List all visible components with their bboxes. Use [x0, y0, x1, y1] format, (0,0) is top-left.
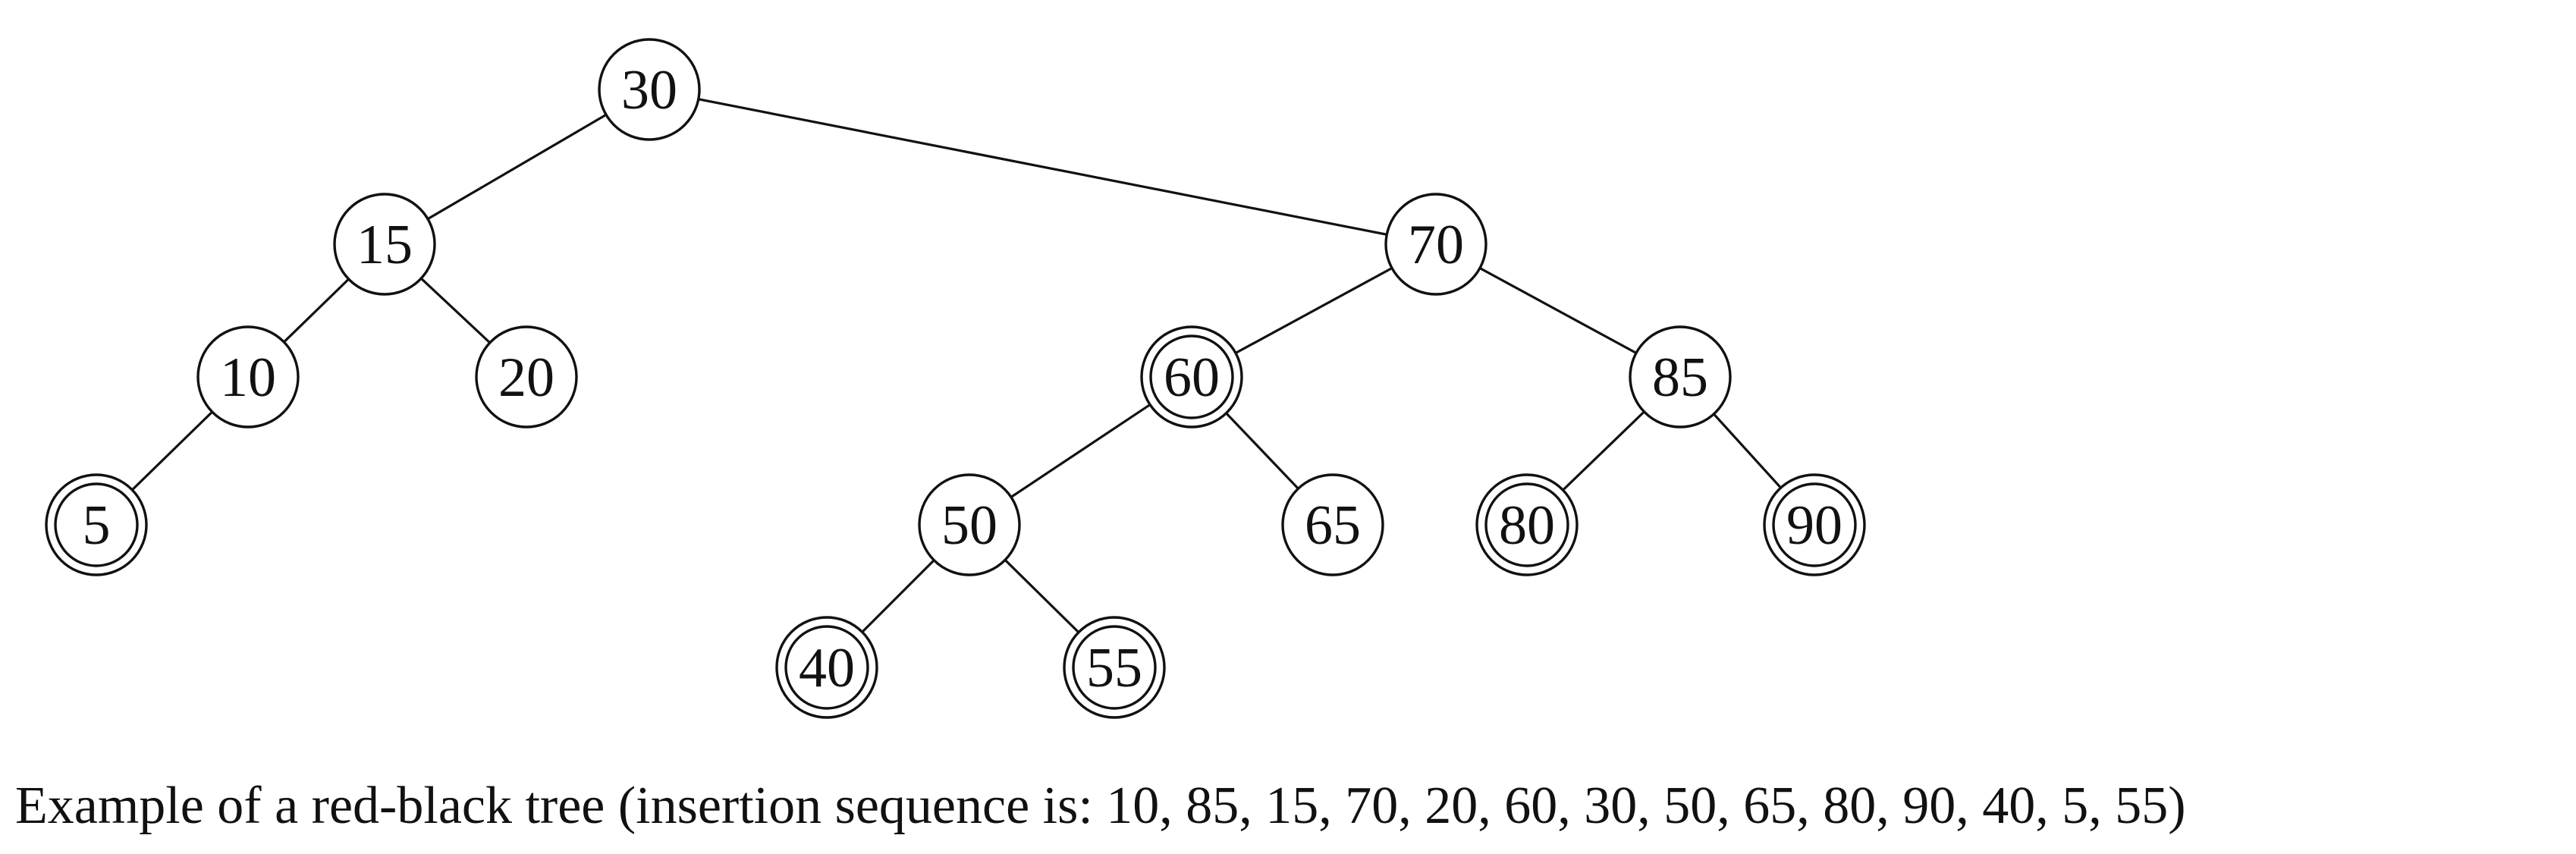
node-inner-ring [54, 482, 139, 567]
tree-node: 15 [333, 193, 436, 296]
node-label: 30 [621, 59, 677, 121]
diagram-caption: Example of a red-black tree (insertion s… [15, 777, 2186, 835]
node-label: 10 [220, 347, 276, 409]
tree-node: 20 [475, 325, 578, 429]
tree-node: 5 [45, 473, 148, 576]
node-circle [1281, 473, 1384, 576]
tree-edges [95, 88, 1816, 669]
node-circle [196, 325, 300, 429]
node-label: 5 [83, 495, 111, 557]
node-label: 80 [1499, 495, 1555, 557]
node-label: 60 [1164, 347, 1220, 409]
node-circle [475, 325, 578, 429]
tree-node: 70 [1384, 193, 1487, 296]
node-circle [333, 193, 436, 296]
node-label: 15 [357, 214, 413, 276]
tree-node: 30 [598, 38, 701, 141]
node-inner-ring [1484, 482, 1569, 567]
node-circle [598, 38, 701, 141]
node-inner-ring [784, 625, 869, 710]
node-circle [1384, 193, 1487, 296]
node-label: 40 [799, 637, 855, 699]
node-circle [1629, 325, 1732, 429]
node-label: 20 [498, 347, 554, 409]
tree-node: 10 [196, 325, 300, 429]
tree-node: 90 [1763, 473, 1866, 576]
node-inner-ring [1772, 482, 1857, 567]
node-inner-ring [1072, 625, 1157, 710]
node-label: 90 [1786, 495, 1842, 557]
node-inner-ring [1149, 334, 1234, 419]
node-label: 50 [941, 495, 997, 557]
tree-node: 60 [1140, 325, 1243, 429]
tree-node: 65 [1281, 473, 1384, 576]
tree-node: 85 [1629, 325, 1732, 429]
node-label: 55 [1086, 637, 1142, 699]
tree-nodes: 30 15 70 10 20 60 85 5 50 65 80 90 40 55 [45, 38, 1866, 719]
node-label: 70 [1408, 214, 1464, 276]
tree-node: 80 [1475, 473, 1579, 576]
tree-node: 50 [918, 473, 1021, 576]
tree-edge [649, 88, 1437, 246]
tree-node: 55 [1063, 616, 1166, 719]
node-label: 85 [1652, 347, 1708, 409]
tree-node: 40 [775, 616, 878, 719]
node-label: 65 [1305, 495, 1361, 557]
node-circle [918, 473, 1021, 576]
